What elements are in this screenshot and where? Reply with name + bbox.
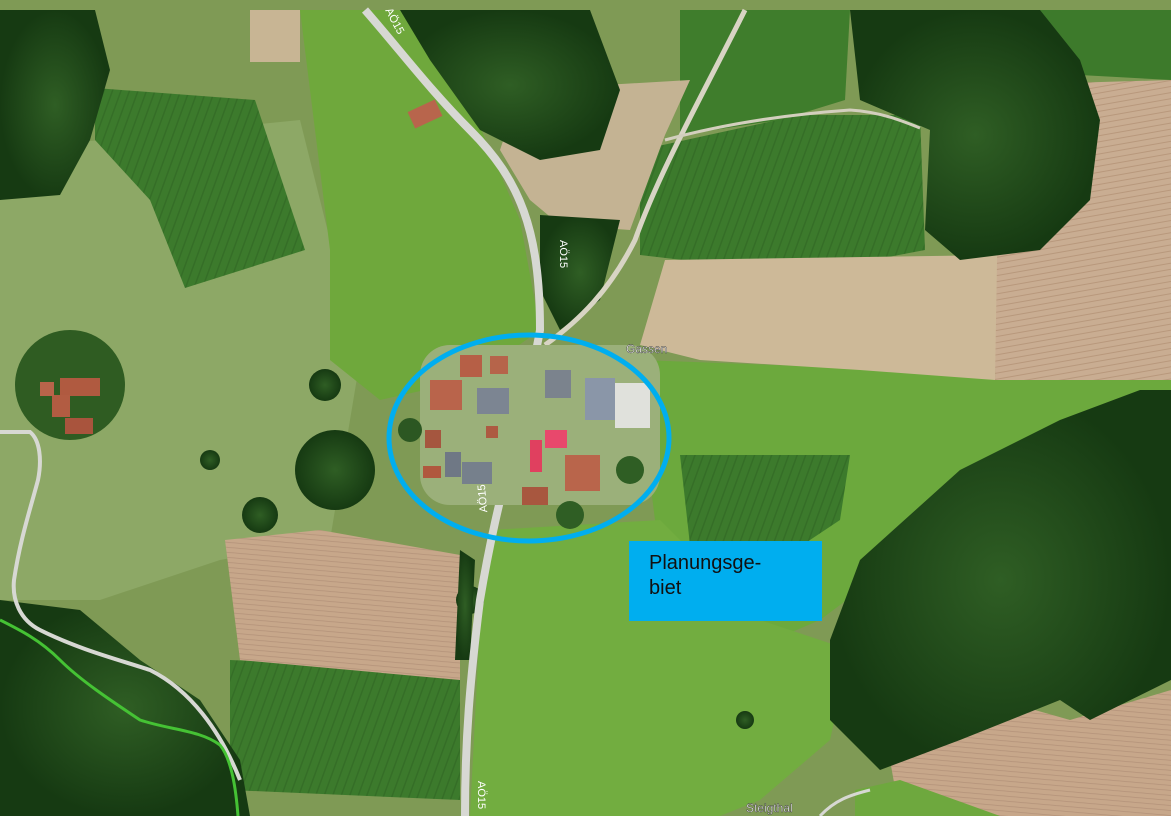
forest-east (830, 390, 1171, 770)
roof-red (430, 380, 462, 410)
tree-cluster (200, 450, 220, 470)
field-dark-north (680, 10, 850, 135)
road-label: AÖ15 (475, 781, 487, 809)
tree-row (455, 550, 475, 660)
roof-grey (545, 370, 571, 398)
roof-red (40, 382, 54, 396)
road-southeast (818, 788, 871, 816)
roof-red (65, 418, 93, 434)
road-label: AÖ15 (476, 484, 490, 513)
tree-cluster (242, 497, 278, 533)
field-dark-east (680, 455, 850, 560)
field-green-south (855, 780, 1000, 816)
field-tan-gassen (640, 255, 1000, 380)
field-tan-small (250, 10, 300, 62)
roof-light (615, 383, 650, 428)
field-brown-southwest (225, 530, 460, 680)
roof-grey (477, 388, 509, 414)
roof-red (60, 378, 100, 396)
roof-pink (530, 440, 542, 472)
roof-grey (585, 378, 615, 420)
roof-red (486, 426, 498, 438)
road-dirt (543, 8, 748, 348)
tree-cluster (309, 369, 341, 401)
roof-grey (462, 462, 492, 484)
planning-area-label-line2: biet (649, 577, 682, 599)
boundary-line (0, 618, 240, 816)
forest-southwest (0, 600, 250, 816)
planning-area-outline[interactable] (386, 332, 672, 544)
tree-cluster (398, 418, 422, 442)
forest-northeast (850, 10, 1100, 260)
road-dirt (664, 108, 921, 142)
field-dark-northeast (640, 115, 925, 270)
field-dark-southwest (230, 660, 460, 800)
roof-pink (545, 430, 567, 448)
forest-north (400, 10, 620, 160)
planning-area-label-line1: Planungsge- (649, 552, 762, 574)
field-dark-northwest (95, 88, 305, 288)
roof-red (425, 430, 441, 448)
roof-grey (445, 452, 461, 477)
tree-cluster (295, 430, 375, 510)
roof-red (490, 356, 508, 374)
road-west (0, 430, 242, 781)
meadow-central (300, 10, 540, 400)
tree-cluster (616, 456, 644, 484)
roof-red (407, 99, 443, 129)
forest-northwest (0, 10, 110, 200)
place-label-gassen: Gassen (626, 342, 667, 356)
roof-red (460, 355, 482, 377)
roof-red (565, 455, 600, 491)
forest-strip-center (540, 215, 620, 330)
field-brown-southeast (890, 690, 1171, 816)
roof-red (52, 395, 70, 417)
roof-red (423, 466, 441, 478)
road-label: AÖ15 (557, 240, 569, 268)
tree-cluster (736, 711, 754, 729)
meadow-south (470, 520, 850, 816)
roof-red (522, 487, 548, 505)
planning-area-label: Planungsge- biet (629, 541, 822, 621)
place-label-steigthal: Steigthal (746, 801, 793, 815)
tree-cluster (556, 501, 584, 529)
